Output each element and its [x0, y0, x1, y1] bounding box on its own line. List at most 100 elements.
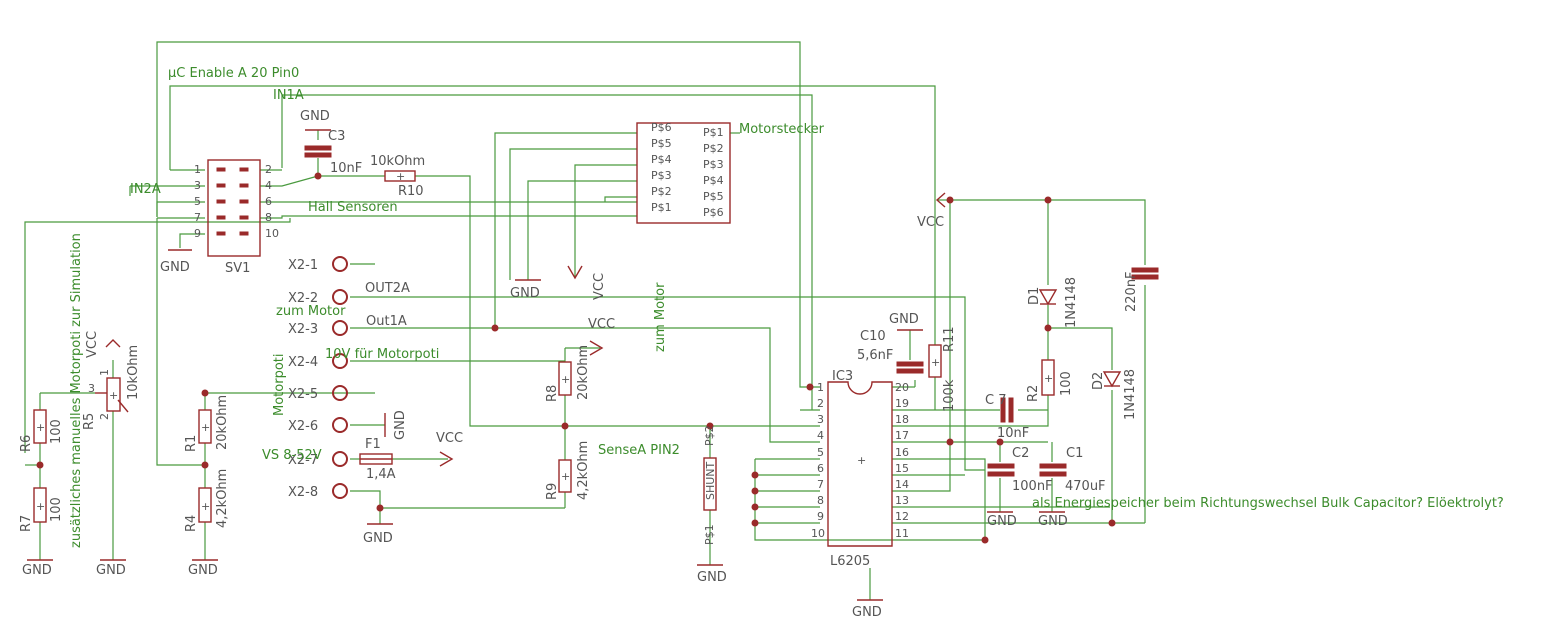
r7-label: R7	[19, 515, 34, 532]
svg-text:+: +	[36, 500, 45, 513]
net-label-motorpoti: Motorpoti	[272, 354, 287, 416]
sv1-pin-6: 6	[265, 195, 272, 208]
r10-label: R10	[398, 184, 424, 199]
c3-capacitor[interactable]: C3 10nF	[304, 129, 362, 176]
mc-left-pin: P$3	[651, 169, 672, 182]
ic3-pin: 5	[817, 446, 824, 459]
net-label-out2a: OUT2A	[365, 281, 410, 296]
gnd-label: GND	[1038, 514, 1068, 529]
r2-resistor[interactable]: + R2 100	[1026, 359, 1074, 402]
vcc-label: VCC	[85, 331, 100, 358]
ic3-pin: 20	[895, 381, 909, 394]
mc-right-pin: P$2	[703, 142, 724, 155]
r1-resistor[interactable]: + R1 20kOhm	[184, 395, 230, 452]
net-label-hall: Hall Sensoren	[308, 200, 398, 215]
mc-right-pin: P$6	[703, 206, 724, 219]
svg-text:+: +	[1044, 372, 1053, 385]
ic3-pin: 1	[817, 381, 824, 394]
r6-resistor[interactable]: + R6 100	[19, 409, 64, 452]
x2-7-label: X2-7	[288, 453, 318, 468]
c2-capacitor[interactable]: C2 100nF	[987, 446, 1053, 494]
ic3-pin: 3	[817, 413, 824, 426]
c1-label: C1	[1066, 446, 1083, 461]
d1-diode[interactable]: D1 1N4148	[1027, 277, 1079, 328]
x2-8-label: X2-8	[288, 485, 318, 500]
ic3-pin: 6	[817, 462, 824, 475]
d2-diode[interactable]: D2 1N4148	[1091, 369, 1138, 420]
mc-right-pin: P$4	[703, 174, 724, 187]
d2-label: D2	[1091, 372, 1106, 390]
r8-resistor[interactable]: + R8 20kOhm	[545, 345, 591, 402]
c3-value: 10nF	[330, 161, 362, 176]
wires	[24, 41, 1146, 600]
sv1-pin-10: 10	[265, 227, 279, 240]
gnd-label: GND	[889, 312, 919, 327]
svg-text:+: +	[201, 500, 210, 513]
svg-text:+: +	[561, 373, 570, 386]
sv1-pin-5: 5	[194, 195, 201, 208]
sv1-pin-2: 2	[265, 163, 272, 176]
r7-value: 100	[49, 497, 64, 522]
sv1-pin-7: 7	[194, 211, 201, 224]
c7-capacitor[interactable]: C 7 10nF	[985, 393, 1029, 441]
r4-resistor[interactable]: + R4 4,2kOhm	[184, 469, 230, 532]
shunt-label: SHUNT	[704, 461, 717, 500]
r5-potentiometer[interactable]: + R5 10kOhm 3 1 2	[82, 345, 141, 430]
r10-resistor[interactable]: + 10kOhm R10	[370, 154, 425, 199]
shunt-pin-2: P$2	[703, 425, 716, 446]
gnd-label: GND	[393, 410, 408, 440]
r9-resistor[interactable]: + R9 4,2kOhm	[545, 441, 591, 500]
sv1-label: SV1	[225, 261, 250, 276]
c1-value: 470uF	[1065, 479, 1106, 494]
c1-capacitor[interactable]: C1 470uF	[1039, 446, 1106, 494]
mc-right-pin: P$1	[703, 126, 724, 139]
x2-terminal-block[interactable]: X2-1 X2-2 X2-3 X2-4 X2-5 X2-6 X2-7 X2-8	[288, 256, 348, 500]
ic3-pin: 16	[895, 446, 909, 459]
ic3-value: L6205	[830, 554, 870, 569]
mc-left-pin: P$5	[651, 137, 672, 150]
shunt-pin-1: P$1	[703, 524, 716, 545]
net-label-manual-poti: zusätzliches manuelles Motorpoti zur Sim…	[69, 233, 84, 548]
shunt-resistor[interactable]: SHUNT P$2 P$1	[703, 425, 717, 545]
r8-label: R8	[545, 385, 560, 402]
motorstecker-connector[interactable]: P$6 P$5 P$4 P$3 P$2 P$1 P$1 P$2 P$3 P$4 …	[636, 121, 731, 224]
c2-label: C2	[1012, 446, 1029, 461]
gnd-label: GND	[697, 570, 727, 585]
mc-right-pin: P$5	[703, 190, 724, 203]
bulk-capacitor[interactable]: 220nF	[1124, 267, 1159, 312]
junctions	[36, 172, 1116, 544]
f1-value: 1,4A	[366, 467, 396, 482]
net-label-enable: µC Enable A 20 Pin0	[168, 66, 299, 81]
r6-label: R6	[19, 435, 34, 452]
r5-pin-2: 2	[98, 413, 111, 420]
d2-value: 1N4148	[1123, 369, 1138, 420]
bulk-cap-value: 220nF	[1124, 271, 1139, 312]
c10-value: 5,6nF	[857, 348, 893, 363]
x2-1-label: X2-1	[288, 258, 318, 273]
ic3-pin: 9	[817, 510, 824, 523]
r6-value: 100	[49, 419, 64, 444]
r11-label: R11	[942, 326, 957, 352]
ic3-pin: 7	[817, 478, 824, 491]
x2-5-label: X2-5	[288, 387, 318, 402]
ic3-pin: 10	[811, 527, 825, 540]
r2-label: R2	[1026, 385, 1041, 402]
x2-4-label: X2-4	[288, 355, 318, 370]
gnd-label: GND	[510, 286, 540, 301]
c10-capacitor[interactable]: C10 5,6nF	[857, 329, 924, 374]
sv1-pin-4: 4	[265, 179, 272, 192]
r11-resistor[interactable]: + R11 100k	[928, 326, 957, 412]
mc-left-pin: P$4	[651, 153, 672, 166]
ic3-l6205[interactable]: + IC3 L6205 1 2 3 4 5 6 7 8 9 10 20 19 1…	[811, 369, 909, 569]
r7-resistor[interactable]: + R7 100	[19, 487, 64, 532]
r5-pin-3: 3	[88, 382, 95, 395]
f1-fuse[interactable]: F1 1,4A	[359, 437, 396, 482]
gnd-label: GND	[188, 563, 218, 578]
ic3-pin: 15	[895, 462, 909, 475]
r5-label: R5	[82, 413, 97, 430]
mc-left-pin: P$1	[651, 201, 672, 214]
net-label-out1a: Out1A	[366, 314, 407, 329]
r5-pin-1: 1	[98, 369, 111, 376]
sv1-connector[interactable]: 1 3 5 7 9 2 4 6 8 10 SV1	[194, 159, 279, 276]
